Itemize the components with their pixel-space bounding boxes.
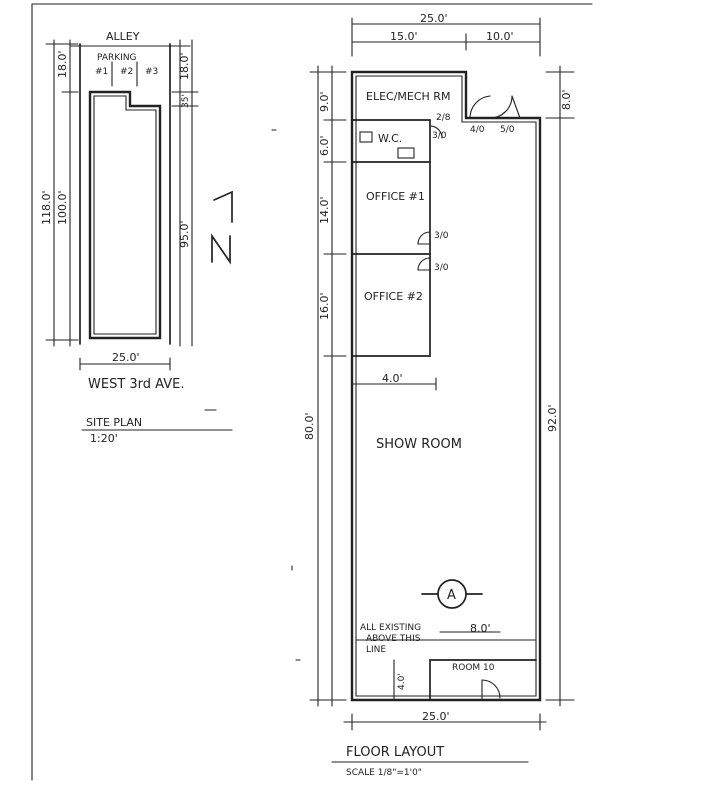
site-plan-scale: 1:20' bbox=[90, 432, 118, 445]
fp-rear-room-wall bbox=[429, 659, 537, 701]
site-stall-2: #2 bbox=[120, 67, 133, 77]
site-dim-right-long: 95.0' bbox=[178, 220, 191, 248]
fp-door-tag-5: 3/0 bbox=[434, 231, 449, 241]
fp-title: FLOOR LAYOUT bbox=[346, 745, 444, 760]
site-stall-3: #3 bbox=[145, 67, 158, 77]
site-street-label: WEST 3rd AVE. bbox=[88, 377, 184, 392]
fp-exterior-wall bbox=[350, 70, 542, 702]
fp-dim-showroom-height: 80.0' bbox=[303, 412, 316, 440]
fp-dim-wc-height: 6.0' bbox=[318, 135, 331, 156]
site-dim-total: 118.0' bbox=[40, 190, 53, 225]
fp-dim-overall-width: 25.0' bbox=[420, 12, 448, 25]
fp-door-tag-1: 2/8 bbox=[436, 113, 451, 123]
fp-door-wc-swing bbox=[429, 125, 443, 139]
north-arrow-flag bbox=[213, 190, 233, 223]
site-stall-1: #1 bbox=[95, 67, 108, 77]
fp-dim-office2-height: 16.0' bbox=[318, 292, 331, 320]
fp-door-office1-swing bbox=[417, 231, 431, 245]
fp-rear-door-swing bbox=[481, 679, 501, 701]
fp-room-office1: OFFICE #1 bbox=[366, 190, 425, 203]
floor-plan: 25.0' 15.0' 10.0' ELEC/MECH RM W.C. OFFI… bbox=[291, 12, 575, 778]
site-plan-title: SITE PLAN bbox=[86, 416, 142, 429]
fp-door-tag-3: 4/0 bbox=[470, 125, 485, 135]
site-building-inner-outline bbox=[93, 95, 157, 335]
fp-dim-left-segment: 15.0' bbox=[390, 30, 418, 43]
fp-dim-right-total: 92.0' bbox=[546, 404, 559, 432]
fp-exterior-wall-inner bbox=[355, 75, 537, 697]
site-alley-label: ALLEY bbox=[106, 30, 140, 43]
fp-scale: SCALE 1/8"=1'0" bbox=[346, 768, 422, 778]
fp-dim-right-segment: 10.0' bbox=[486, 30, 514, 43]
fp-room-office2: OFFICE #2 bbox=[364, 290, 423, 303]
fp-dim-bottom-width: 25.0' bbox=[422, 710, 450, 723]
site-parking-label: PARKING bbox=[97, 53, 137, 63]
fp-note-line-3: LINE bbox=[366, 645, 386, 655]
fp-door-tag-4: 5/0 bbox=[500, 125, 515, 135]
fp-dim-right-top: 8.0' bbox=[560, 89, 573, 110]
site-dim-top-left: 18.0' bbox=[56, 50, 69, 78]
north-arrow bbox=[204, 129, 277, 411]
fp-room-rear: ROOM 10 bbox=[452, 663, 495, 673]
site-plan: ALLEY PARKING #1 #2 #3 18.0' 118.0' 100.… bbox=[40, 30, 233, 445]
site-dim-width: 25.0' bbox=[112, 351, 140, 364]
site-dim-right-small: 35' bbox=[181, 94, 191, 108]
fp-dim-showroom-inset: 4.0' bbox=[382, 372, 403, 385]
fp-door-tag-6: 3/0 bbox=[434, 263, 449, 273]
fp-dim-rear-depth: 4.0' bbox=[397, 673, 407, 690]
fp-dim-elec-height: 9.0' bbox=[318, 91, 331, 112]
north-arrow-glyph bbox=[211, 233, 231, 265]
fp-entry-double-door bbox=[469, 95, 521, 119]
fp-door-office2-swing bbox=[417, 257, 431, 271]
fp-note-line-1: ALL EXISTING bbox=[360, 623, 421, 633]
fp-wc-toilet bbox=[359, 131, 373, 143]
fp-room-elec: ELEC/MECH RM bbox=[366, 90, 450, 103]
fp-office2-wall bbox=[351, 253, 431, 357]
fp-dim-office1-height: 14.0' bbox=[318, 196, 331, 224]
fp-door-tag-2: 3/0 bbox=[432, 131, 447, 141]
fp-room-wc: W.C. bbox=[378, 132, 402, 145]
fp-dim-rear-width: 8.0' bbox=[470, 622, 491, 635]
site-building-outline bbox=[88, 90, 162, 340]
fp-wc-sink bbox=[397, 147, 415, 159]
site-dim-top-right: 18.0' bbox=[178, 52, 191, 80]
fp-room-showroom: SHOW ROOM bbox=[376, 437, 462, 452]
fp-section-marker-label: A bbox=[447, 588, 456, 603]
site-dim-building: 100.0' bbox=[56, 190, 69, 225]
fp-note-line-2: ABOVE THIS bbox=[366, 634, 421, 644]
